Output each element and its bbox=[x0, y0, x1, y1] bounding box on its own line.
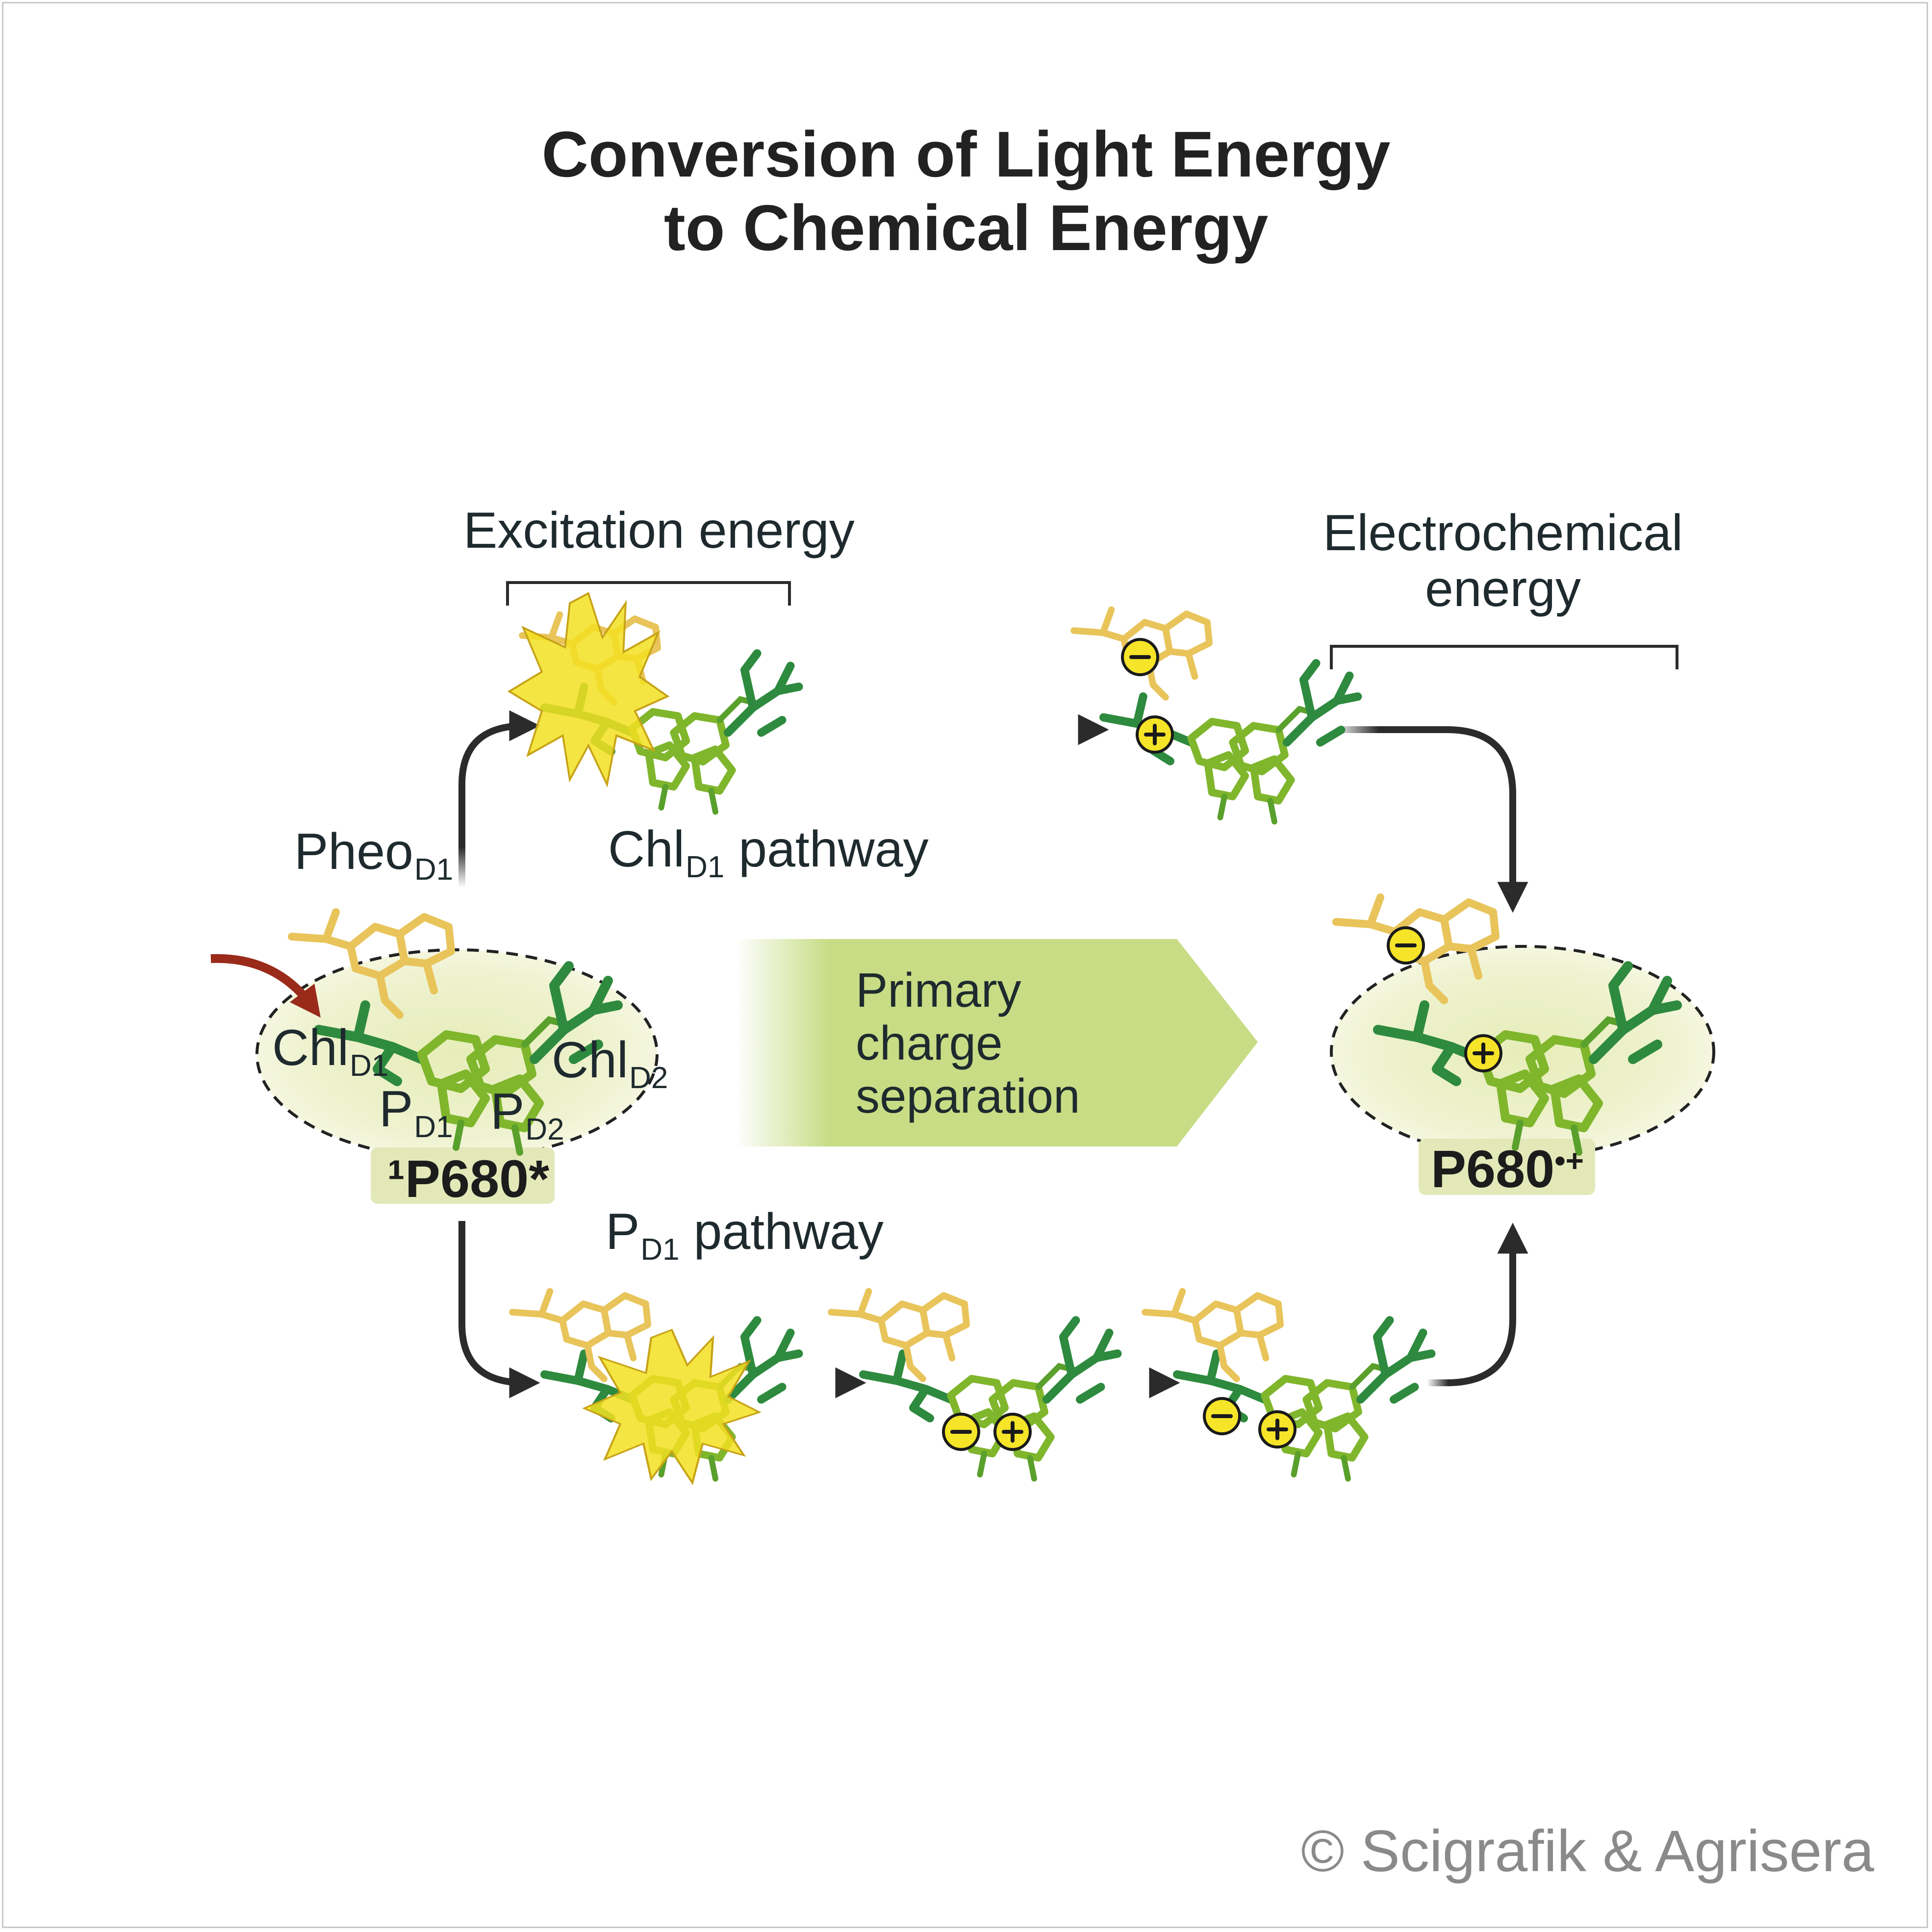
chl-pathway-suffix: pathway bbox=[724, 821, 929, 878]
oxidized-main: P680 bbox=[1431, 1139, 1555, 1198]
chld2-sub: D2 bbox=[629, 1061, 668, 1095]
chld2-main: Chl bbox=[552, 1032, 629, 1089]
excitation-energy-label: Excitation energy bbox=[463, 502, 855, 559]
chl-pathway-sub: D1 bbox=[686, 850, 725, 884]
chl-d1-label: ChlD1 bbox=[272, 1022, 388, 1081]
primary-charge-separation-banner bbox=[736, 939, 1258, 1146]
chld1-main: Chl bbox=[272, 1019, 349, 1076]
p-pathway-label: PD1 pathway bbox=[606, 1206, 884, 1265]
p-pathway-suffix: pathway bbox=[679, 1203, 884, 1260]
charge-plus-chl-pathway bbox=[1137, 717, 1172, 752]
primary-charge-separation-label: Primary charge separation bbox=[856, 964, 1080, 1122]
banner-line-1: Primary bbox=[856, 963, 1021, 1017]
electrochemical-line-1: Electrochemical bbox=[1322, 505, 1683, 561]
chld1-sub: D1 bbox=[350, 1048, 389, 1083]
p-pathway-main: P bbox=[606, 1203, 640, 1260]
pd1-sub: D1 bbox=[414, 1110, 453, 1144]
oxidized-state-label: P680•+ bbox=[1431, 1143, 1584, 1195]
excitation-bracket bbox=[506, 581, 791, 606]
chl-pathway-main: Chl bbox=[608, 821, 685, 878]
pheo-main: Pheo bbox=[294, 823, 413, 880]
pheo-sub: D1 bbox=[414, 852, 454, 887]
pheo-d1-label: PheoD1 bbox=[294, 826, 453, 885]
charge-plus-p-step2 bbox=[995, 1414, 1030, 1449]
excited-state-label-box bbox=[371, 1147, 555, 1204]
arrow-to-p-pathway bbox=[458, 1221, 540, 1398]
electrochemical-line-2: energy bbox=[1425, 560, 1581, 617]
charge-plus-oxidized-state bbox=[1466, 1036, 1501, 1071]
charge-minus-p-step2 bbox=[943, 1414, 979, 1449]
oxidized-state-label-box bbox=[1419, 1139, 1595, 1195]
pd2-sub: D2 bbox=[525, 1112, 564, 1146]
pd1-main: P bbox=[379, 1081, 413, 1138]
charge-minus-p-step3 bbox=[1204, 1398, 1240, 1434]
light-input-arrow bbox=[210, 954, 321, 1018]
banner-line-3: separation bbox=[856, 1069, 1080, 1123]
banner-line-2: charge bbox=[856, 1016, 1003, 1070]
electrochemical-bracket bbox=[1330, 645, 1678, 669]
charge-plus-p-step3 bbox=[1260, 1412, 1295, 1447]
p-pathway-sub: D1 bbox=[640, 1232, 680, 1267]
arrow-to-chl-pathway bbox=[458, 710, 540, 888]
copyright-notice: © Scigrafik & Agrisera bbox=[1301, 1818, 1874, 1884]
excitation-flash-p-pathway bbox=[585, 1330, 760, 1483]
p-d2-label: PD2 bbox=[490, 1086, 564, 1145]
charge-minus-oxidized-state bbox=[1388, 928, 1424, 963]
arrow-to-oxidized-from-top bbox=[1334, 726, 1528, 913]
electrochemical-energy-label: Electrochemical energy bbox=[1307, 505, 1699, 617]
title-line-1: Conversion of Light Energy bbox=[541, 118, 1391, 190]
p-d1-label: PD1 bbox=[379, 1084, 453, 1143]
chl-pathway-label: ChlD1 pathway bbox=[608, 824, 929, 883]
oxidized-sup: •+ bbox=[1554, 1143, 1584, 1178]
title-line-2: to Chemical Energy bbox=[663, 192, 1269, 264]
excited-state-label: ¹P680* bbox=[387, 1149, 550, 1208]
charge-minus-chl-pathway bbox=[1122, 639, 1158, 675]
page-title: Conversion of Light Energy to Chemical E… bbox=[0, 118, 1932, 265]
pd2-main: P bbox=[490, 1083, 525, 1140]
arrow-to-oxidized-from-bottom bbox=[1427, 1222, 1528, 1386]
chl-d2-label: ChlD2 bbox=[552, 1035, 668, 1093]
